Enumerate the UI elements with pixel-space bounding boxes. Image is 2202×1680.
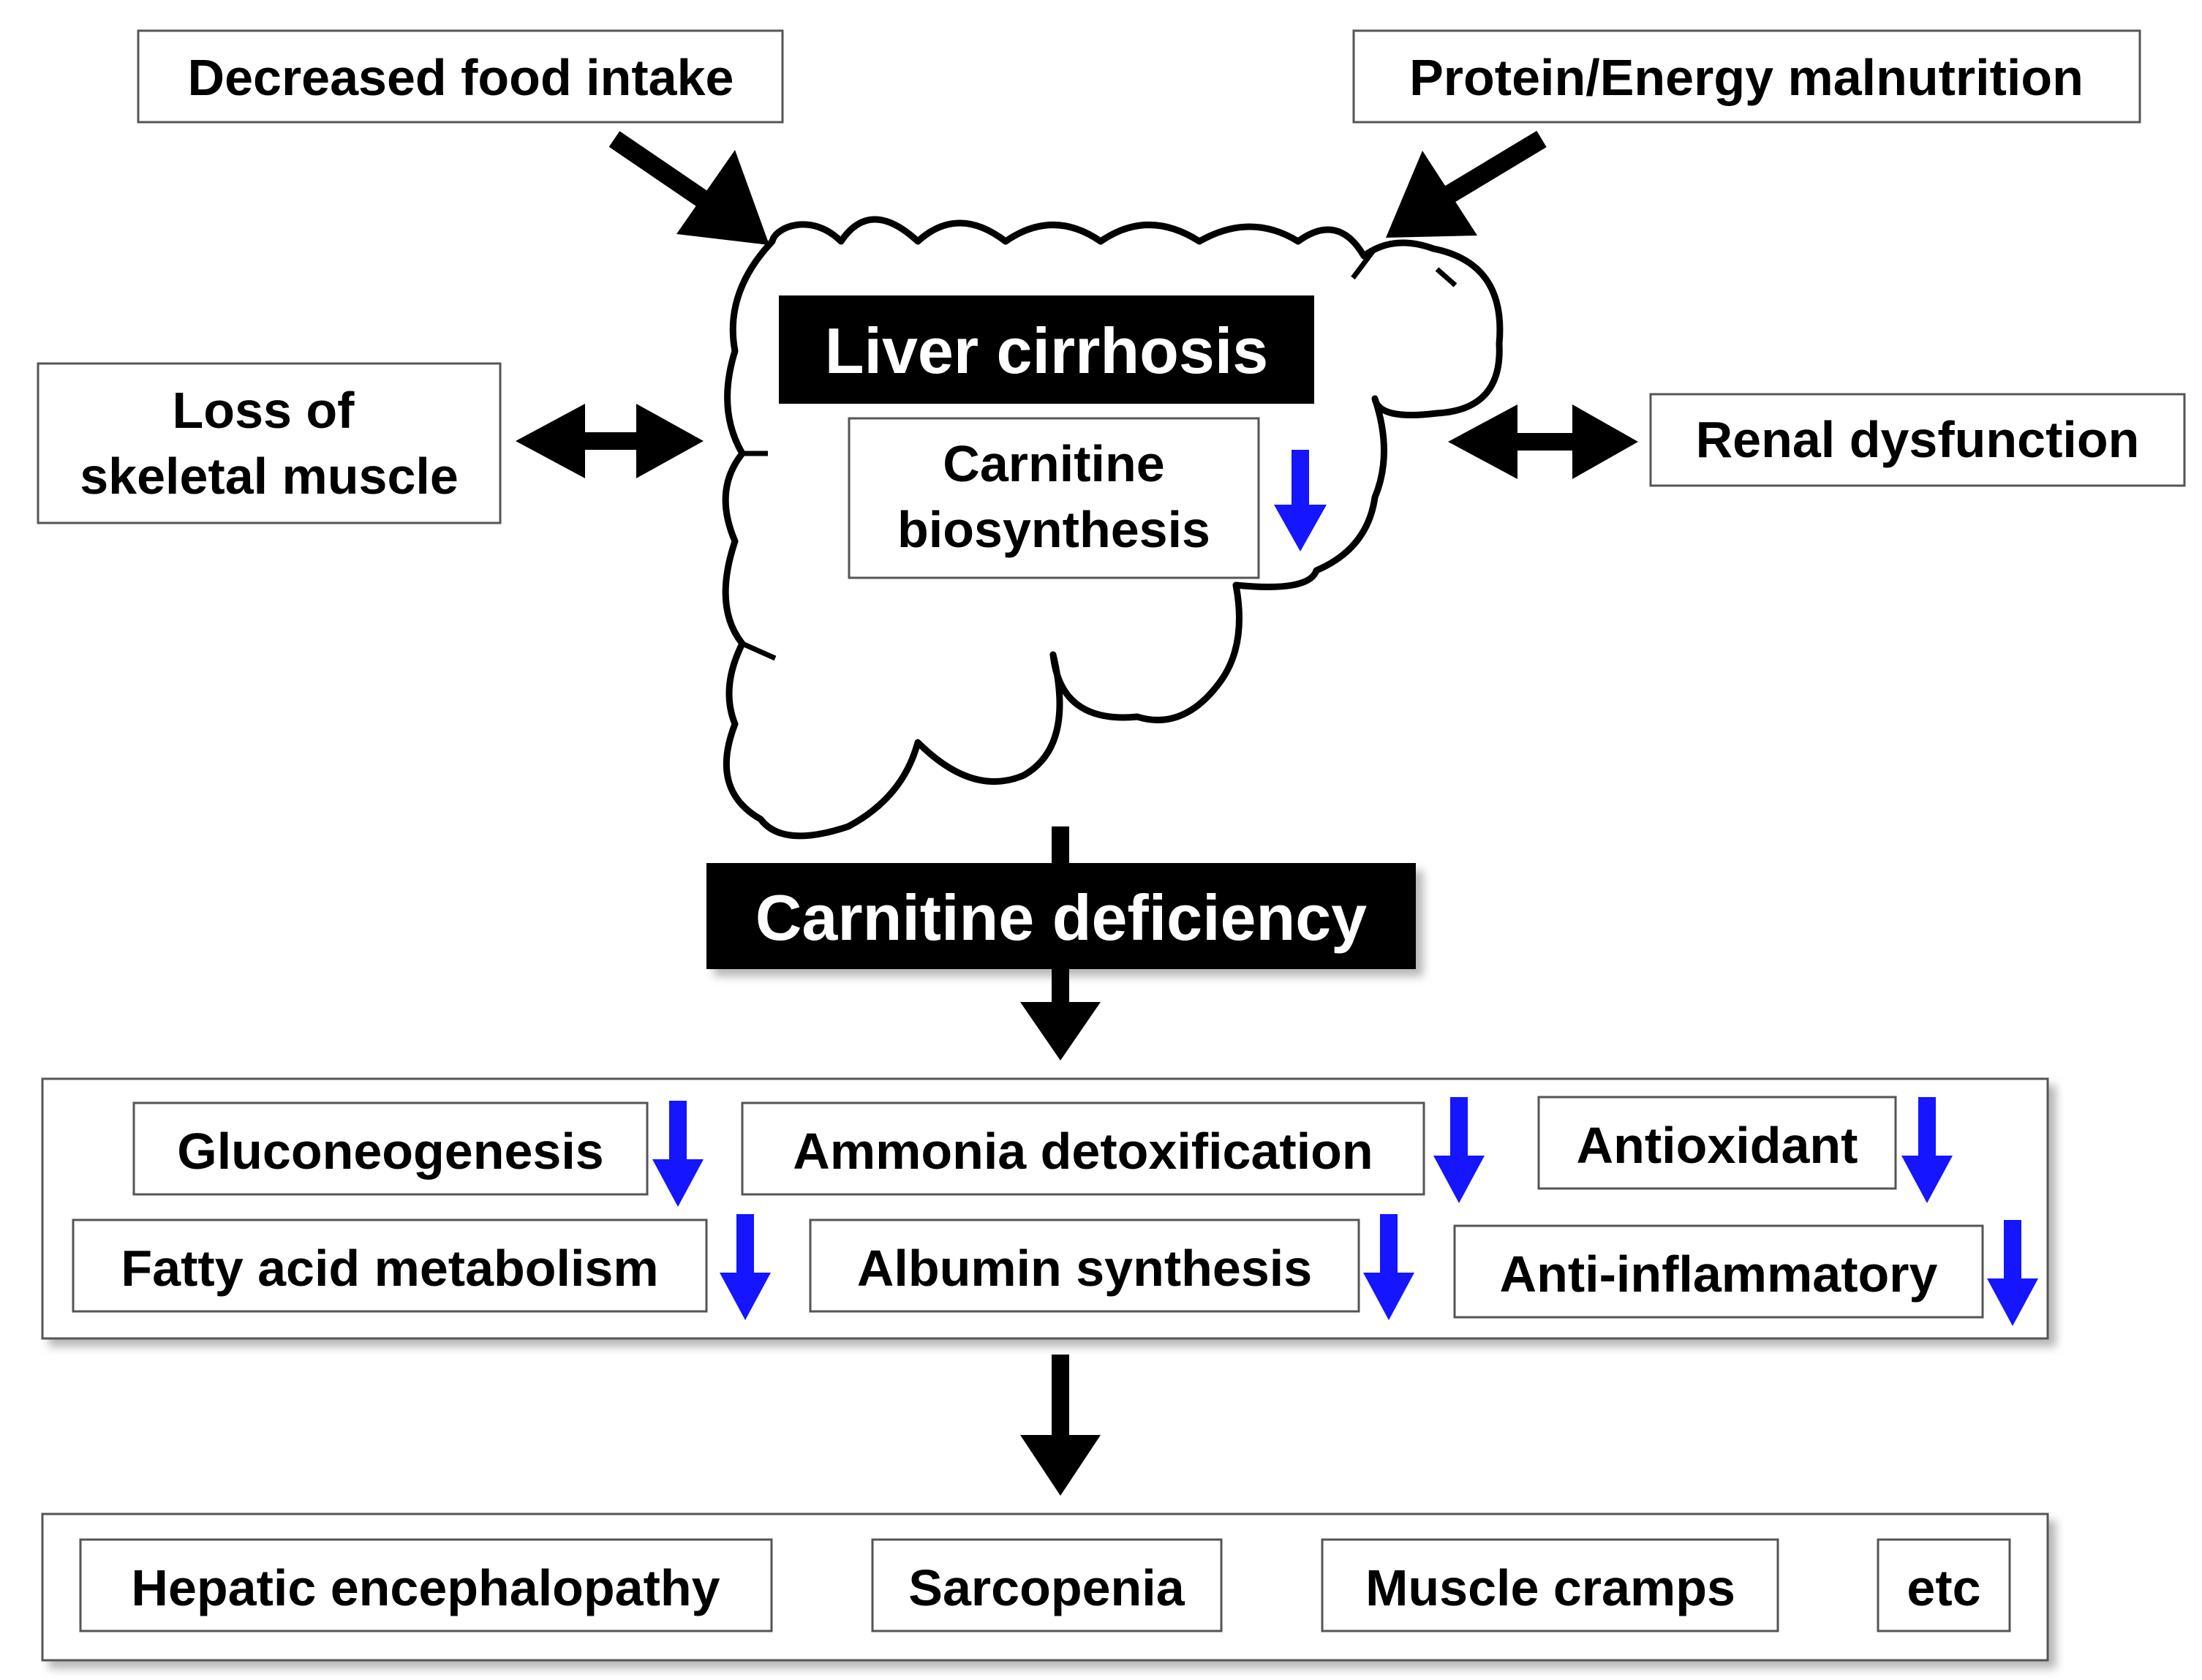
outcome-label: Hepatic encephalopathy [131, 1559, 720, 1616]
loss-label-line1: Loss of [173, 382, 355, 439]
protein-energy-malnutrition-label: Protein/Energy malnutrition [1409, 49, 2084, 106]
effect-label: Albumin synthesis [857, 1240, 1312, 1297]
arrow-food-to-liver [608, 131, 769, 245]
blue-down-arrow-icon [720, 1214, 771, 1320]
carnitine-deficiency-node [706, 863, 1416, 969]
renal-dysfunction-node: Renal dysfunction [1649, 393, 2186, 487]
liver-cirrhosis-node: Liver cirrhosis [779, 295, 1314, 404]
protein-energy-malnutrition-node: Protein/Energy malnutrition [1352, 29, 2141, 124]
blue-down-arrow-icon [1433, 1097, 1485, 1203]
liver-cirrhosis-label: Liver cirrhosis [825, 314, 1269, 387]
arrow-malnutrition-to-liver [1386, 130, 1547, 238]
effect-ammonia-detoxification: Ammonia detoxification [741, 1101, 1425, 1196]
loss-of-skeletal-muscle-node: Loss of skeletal muscle [37, 362, 502, 524]
double-arrow-left [516, 404, 704, 478]
outcome-label: etc [1907, 1559, 1980, 1616]
effect-fatty-acid-metabolism: Fatty acid metabolism [72, 1218, 708, 1313]
outcome-hepatic-encephalopathy: Hepatic encephalopathy [79, 1538, 773, 1632]
double-arrow-right [1448, 404, 1638, 479]
decreased-food-intake-label: Decreased food intake [188, 49, 734, 106]
effect-gluconeogenesis: Gluconeogenesis [132, 1101, 649, 1196]
carnitine-label-line1: Carnitine [943, 435, 1164, 492]
blue-down-arrow-icon [1363, 1214, 1414, 1320]
loss-label-line2: skeletal muscle [80, 448, 459, 505]
arrow-to-outcomes [1020, 1355, 1101, 1496]
arrow-to-effects [1020, 969, 1101, 1061]
blue-down-arrow-icon [1901, 1097, 1953, 1203]
blue-down-arrow-icon [652, 1101, 704, 1207]
liver-lobe-marks [741, 246, 1458, 661]
outcome-label: Sarcopenia [908, 1559, 1185, 1616]
effect-label: Antioxidant [1577, 1117, 1858, 1174]
blue-down-arrow-icon [1274, 450, 1327, 551]
effect-antioxidant: Antioxidant [1537, 1096, 1897, 1190]
carnitine-biosynthesis-node: Carnitine biosynthesis [848, 417, 1260, 579]
outcome-sarcopenia: Sarcopenia [871, 1538, 1223, 1632]
decreased-food-intake-node: Decreased food intake [137, 29, 784, 124]
effect-label: Gluconeogenesis [177, 1123, 603, 1180]
effect-label: Ammonia detoxification [793, 1123, 1373, 1180]
effect-albumin-synthesis: Albumin synthesis [809, 1218, 1360, 1313]
carnitine-deficiency-label: Carnitine deficiency [755, 881, 1367, 954]
outcome-muscle-cramps: Muscle cramps [1321, 1538, 1779, 1632]
outcome-etc: etc [1877, 1538, 2011, 1632]
effect-label: Anti-inflammatory [1500, 1246, 1938, 1303]
blue-down-arrow-icon [1987, 1220, 2038, 1326]
effect-label: Fatty acid metabolism [121, 1240, 658, 1297]
renal-dysfunction-label: Renal dysfunction [1696, 411, 2140, 468]
effect-anti-inflammatory: Anti-inflammatory [1453, 1224, 1984, 1319]
outcome-label: Muscle cramps [1365, 1559, 1735, 1616]
carnitine-label-line2: biosynthesis [897, 501, 1210, 558]
